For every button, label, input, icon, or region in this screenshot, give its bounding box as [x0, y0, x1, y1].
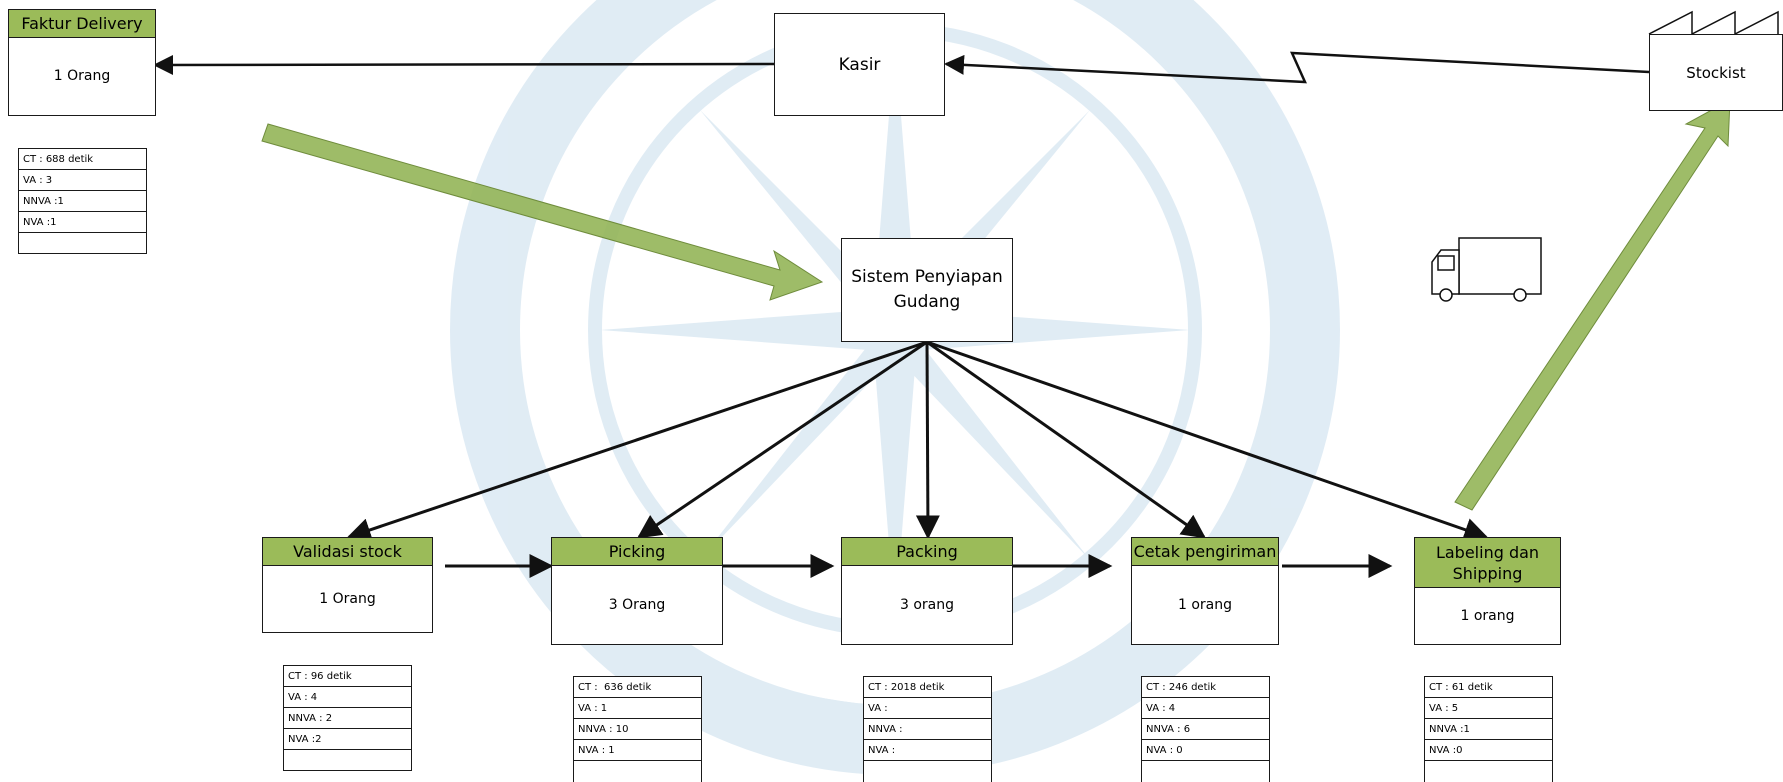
stockist-label: Stockist [1686, 63, 1746, 82]
metric-nnva: NNVA :1 [1425, 719, 1552, 740]
picking-metrics-table: CT : 636 detik VA : 1 NNVA : 10 NVA : 1 [573, 676, 702, 782]
process-packing: Packing 3 orang [841, 537, 1013, 645]
shipping-arrow-icon [1454, 99, 1731, 511]
metric-nva: NVA :0 [1425, 740, 1552, 761]
factory-icon [1648, 10, 1779, 36]
cetak-metrics-table: CT : 246 detik VA : 4 NNVA : 6 NVA : 0 [1141, 676, 1270, 782]
process-title: Picking [552, 538, 722, 566]
system-label: Sistem Penyiapan Gudang [851, 267, 1003, 312]
metric-blank [284, 750, 411, 771]
metric-blank [19, 233, 146, 254]
system-dispatch-lines [346, 340, 1489, 542]
metric-nnva: NNVA : 6 [1142, 719, 1269, 740]
metric-nva: NVA :2 [284, 729, 411, 750]
process-title: Packing [842, 538, 1012, 566]
metric-nva: NVA : [864, 740, 991, 761]
process-title: Validasi stock [263, 538, 432, 566]
metric-ct: CT : 688 detik [19, 149, 146, 170]
metric-ct: CT : 636 detik [574, 677, 701, 698]
labeling-metrics-table: CT : 61 detik VA : 5 NNVA :1 NVA :0 [1424, 676, 1553, 782]
flow-kasir-to-faktur [153, 54, 775, 75]
metric-va: VA : [864, 698, 991, 719]
packing-metrics-table: CT : 2018 detik VA : NNVA : NVA : [863, 676, 992, 782]
metric-va: VA : 4 [284, 687, 411, 708]
truck-icon [1431, 237, 1542, 302]
metric-blank [864, 761, 991, 782]
metric-ct: CT : 2018 detik [864, 677, 991, 698]
metric-ct: CT : 246 detik [1142, 677, 1269, 698]
process-title: Cetak pengiriman [1132, 538, 1278, 566]
metric-blank [574, 761, 701, 782]
kasir-box: Kasir [774, 13, 945, 116]
metric-blank [1425, 761, 1552, 782]
process-cetak-pengiriman: Cetak pengiriman 1 orang [1131, 537, 1279, 645]
flow-stockist-to-kasir [944, 51, 1650, 84]
metric-nva: NVA : 0 [1142, 740, 1269, 761]
process-staff: 3 orang [899, 597, 955, 613]
faktur-metrics-table: CT : 688 detik VA : 3 NNVA :1 NVA :1 [18, 148, 147, 254]
metric-nnva: NNVA : 2 [284, 708, 411, 729]
metric-nva: NVA : 1 [574, 740, 701, 761]
metric-nnva: NNVA : 10 [574, 719, 701, 740]
faktur-delivery-staff: 1 Orang [53, 68, 111, 84]
process-staff: 1 orang [1460, 608, 1515, 624]
metric-va: VA : 1 [574, 698, 701, 719]
metric-nnva: NNVA :1 [19, 191, 146, 212]
process-validasi-stock: Validasi stock 1 Orang [262, 537, 433, 633]
process-title: Labeling dan Shipping [1415, 538, 1560, 588]
system-box: Sistem Penyiapan Gudang [841, 238, 1013, 342]
metric-va: VA : 5 [1425, 698, 1552, 719]
process-labeling-shipping: Labeling dan Shipping 1 orang [1414, 537, 1561, 645]
process-staff: 1 orang [1177, 597, 1233, 613]
push-arrow-icon [261, 123, 824, 301]
metric-nnva: NNVA : [864, 719, 991, 740]
metric-nva: NVA :1 [19, 212, 146, 233]
process-staff: 1 Orang [319, 591, 376, 607]
process-staff: 3 Orang [608, 597, 666, 613]
metric-ct: CT : 96 detik [284, 666, 411, 687]
metric-va: VA : 3 [19, 170, 146, 191]
faktur-delivery-box: Faktur Delivery 1 Orang [8, 9, 156, 116]
kasir-label: Kasir [838, 54, 881, 75]
validasi-metrics-table: CT : 96 detik VA : 4 NNVA : 2 NVA :2 [283, 665, 412, 771]
stockist-box: Stockist [1649, 34, 1783, 111]
metric-ct: CT : 61 detik [1425, 677, 1552, 698]
process-picking: Picking 3 Orang [551, 537, 723, 645]
metric-blank [1142, 761, 1269, 782]
faktur-delivery-title: Faktur Delivery [9, 10, 155, 38]
metric-va: VA : 4 [1142, 698, 1269, 719]
